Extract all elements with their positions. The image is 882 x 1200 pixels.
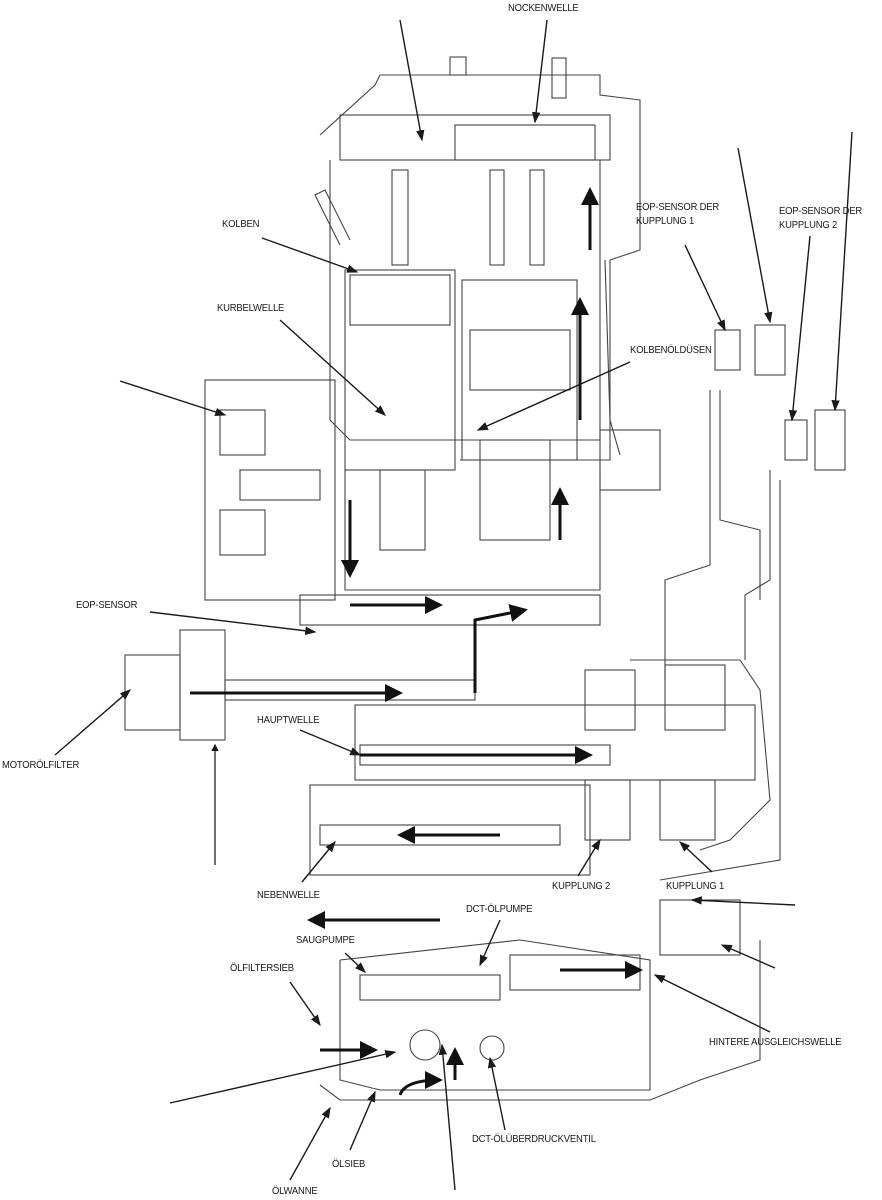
label-line: KUPPLUNG 2	[779, 219, 838, 231]
label-kupplung2: KUPPLUNG 2	[552, 880, 611, 892]
label-line: EOP-SENSOR DER	[636, 201, 720, 213]
label-eop-sensor-kupplung1: EOP-SENSOR DER KUPPLUNG 1	[636, 200, 719, 228]
label-kolbenoelduesen: KOLBENÖLDÜSEN	[630, 344, 712, 356]
label-eop-sensor-kupplung2: EOP-SENSOR DER KUPPLUNG 2	[779, 204, 862, 232]
oil-flow-arrows	[190, 187, 643, 1096]
label-oelsieb: ÖLSIEB	[332, 1158, 366, 1170]
leader-lines	[54, 19, 853, 1191]
label-eop-sensor: EOP-SENSOR	[76, 599, 138, 611]
label-oelfiltersieb: ÖLFILTERSIEB	[230, 962, 294, 974]
label-motoroelfilter: MOTORÖLFILTER	[2, 759, 80, 771]
label-oelwanne: ÖLWANNE	[272, 1185, 318, 1197]
label-hintere-ausgleichswelle: HINTERE AUSGLEICHSWELLE	[709, 1036, 842, 1048]
label-dct-oelueberdruckventil: DCT-ÖLÜBERDRUCKVENTIL	[472, 1133, 596, 1145]
label-kurbelwelle: KURBELWELLE	[217, 302, 285, 314]
label-nebenwelle: NEBENWELLE	[257, 889, 320, 901]
label-line: KUPPLUNG 1	[636, 215, 695, 227]
label-hauptwelle: HAUPTWELLE	[257, 714, 320, 726]
engine-outline	[124, 56, 846, 1101]
label-line: EOP-SENSOR DER	[779, 205, 863, 217]
label-kolben: KOLBEN	[222, 218, 260, 230]
label-dct-oelpumpe: DCT-ÖLPUMPE	[466, 903, 533, 915]
label-kupplung1: KUPPLUNG 1	[666, 880, 725, 892]
label-saugpumpe: SAUGPUMPE	[296, 934, 355, 946]
label-nockenwelle: NOCKENWELLE	[508, 2, 579, 14]
